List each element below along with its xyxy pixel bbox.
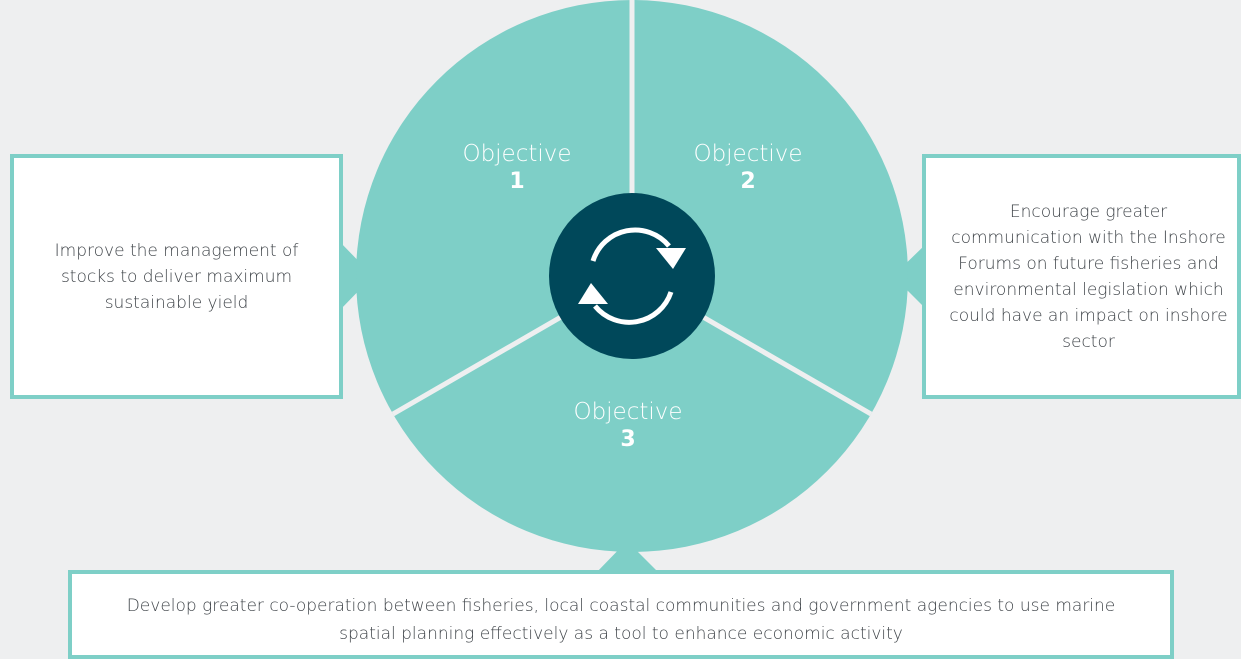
center-badge (549, 193, 715, 359)
objective-1-number: 1 (509, 169, 525, 194)
objective-3-title: Objective (573, 399, 683, 425)
objective-3-label: Objective 3 (528, 398, 728, 454)
objective-2-description: Encourage greater communication with the… (949, 201, 1228, 352)
objective-3-description: Develop greater co-operation between fis… (126, 596, 1116, 644)
objective-1-label: Objective 1 (417, 140, 617, 196)
objective-1-title: Objective (462, 141, 572, 167)
objective-3-description-box: Develop greater co-operation between fis… (68, 570, 1174, 659)
objective-2-label: Objective 2 (648, 140, 848, 196)
pointer-objective-3 (595, 541, 660, 574)
objective-1-description: Improve the management of stocks to deli… (54, 240, 299, 313)
objective-2-description-box: Encourage greater communication with the… (922, 154, 1241, 399)
cycle-arrows-icon (578, 227, 686, 325)
objective-2-number: 2 (740, 169, 756, 194)
objective-1-description-box: Improve the management of stocks to deli… (10, 154, 343, 399)
objective-3-number: 3 (620, 427, 636, 452)
objective-2-title: Objective (693, 141, 803, 167)
pointer-objective-2 (893, 243, 927, 310)
